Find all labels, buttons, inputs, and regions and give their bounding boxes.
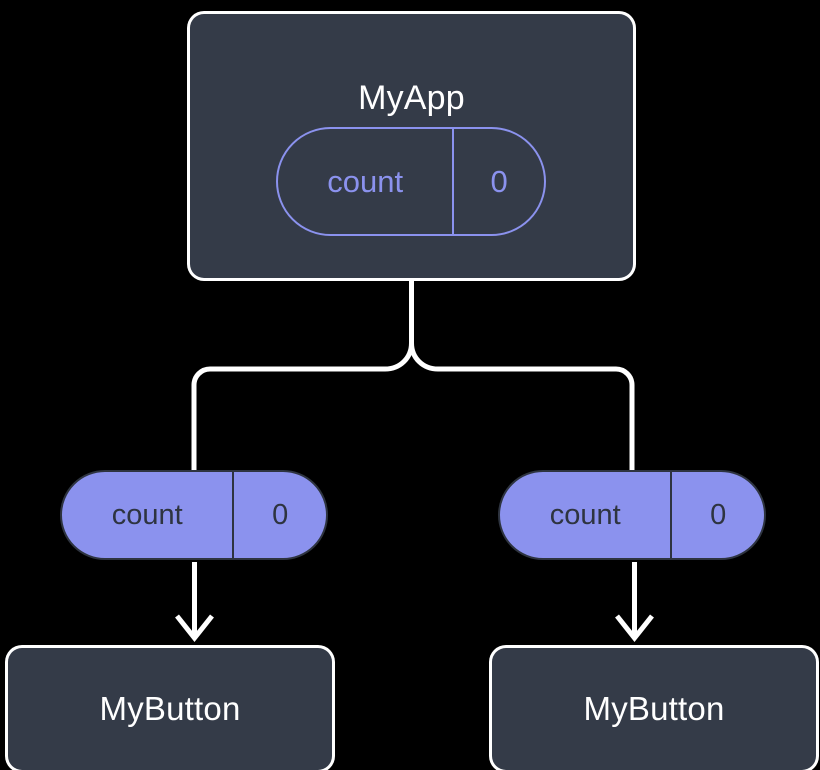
component-node-mybutton-left[interactable]: MyButton [8,648,332,770]
arrowhead-right-down-icon [615,614,654,643]
state-pill-myapp[interactable]: count 0 [276,127,546,236]
state-pill-value: 0 [452,129,544,234]
state-pill-key: count [327,163,404,199]
prop-pill-value: 0 [670,472,764,558]
component-title-mybutton-left: MyButton [99,690,241,727]
prop-pill-right[interactable]: count 0 [498,470,766,560]
prop-pill-key: count [549,498,621,531]
component-node-mybutton-right[interactable]: MyButton [492,648,816,770]
component-title-myapp: MyApp [358,79,465,117]
wire-split-to-left [191,340,414,477]
component-title-mybutton-right: MyButton [583,690,725,727]
prop-pill-left[interactable]: count 0 [60,470,328,560]
arrowhead-left-down-icon [175,614,214,643]
prop-pill-key: count [111,498,183,531]
wire-split-to-right [409,340,635,477]
prop-pill-value: 0 [232,472,326,558]
